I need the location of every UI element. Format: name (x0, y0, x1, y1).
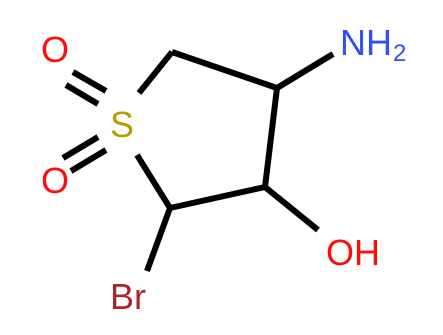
bond-c-nh2 (275, 51, 335, 91)
bond-cnh2-coh (262, 87, 280, 188)
atom-n: N (340, 22, 366, 63)
bond-coh-cbr (169, 184, 266, 211)
atom-o-top: O (41, 29, 69, 70)
bond-s-o-top-a (71, 69, 108, 94)
bond-s-o-bottom-a (61, 134, 100, 161)
bond-s-o-top-b (64, 82, 100, 107)
bond-c-br (144, 206, 173, 273)
atom-br: Br (110, 276, 146, 317)
atom-oh: OH (326, 232, 380, 273)
atom-s: S (110, 104, 134, 145)
bond-cbr-s (134, 153, 173, 210)
bond-s-ch2 (136, 50, 175, 95)
atom-n-subscript: 2 (393, 40, 406, 67)
atom-o-bottom: O (41, 160, 69, 201)
bond-ch2-cnh2 (171, 49, 278, 91)
atom-n-h: H (366, 22, 392, 63)
bond-c-oh (263, 184, 320, 233)
bond-s-o-bottom-b (69, 147, 108, 174)
